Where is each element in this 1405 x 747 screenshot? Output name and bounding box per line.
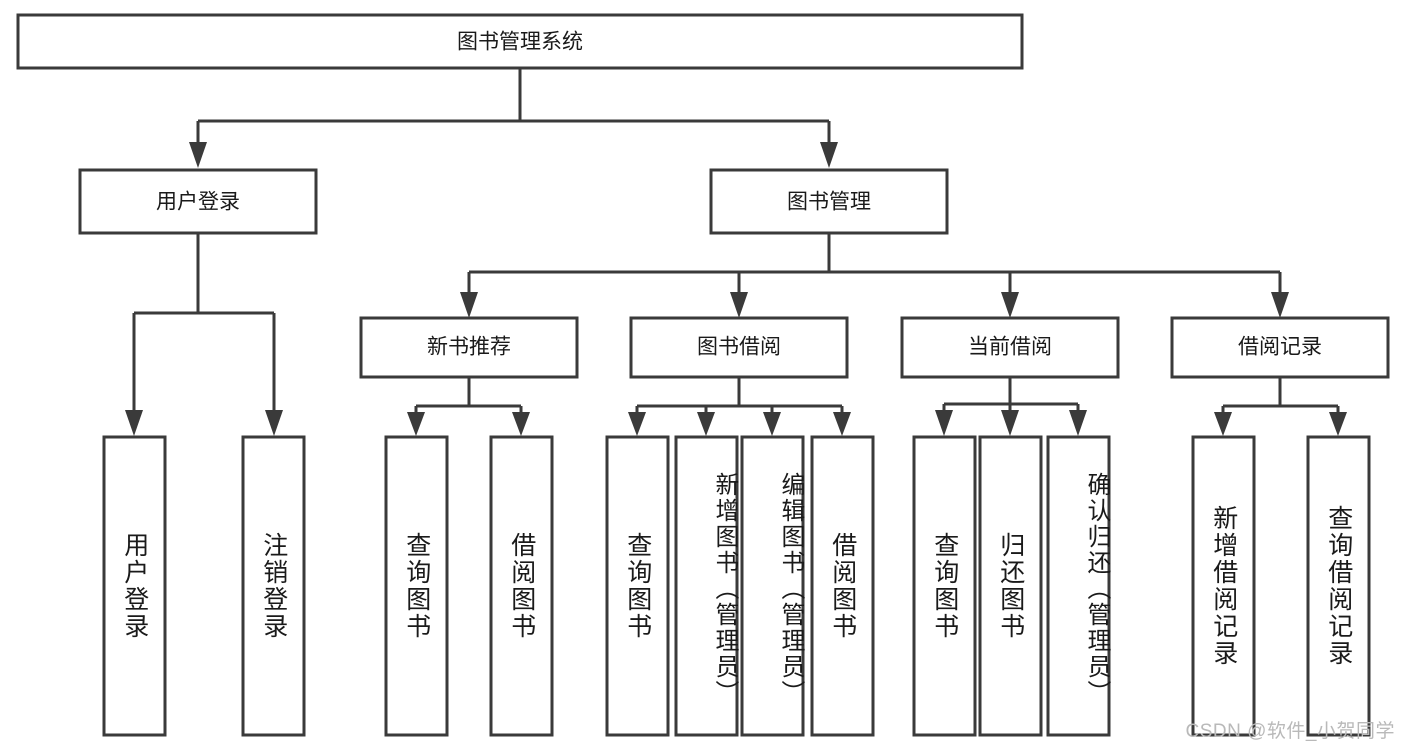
arrow-newbook-l2 bbox=[512, 412, 530, 436]
edge-group-user-login bbox=[125, 233, 283, 436]
node-borrow-record[interactable]: 借阅记录 bbox=[1170, 316, 1390, 379]
arrow-root-to-book-management bbox=[820, 142, 838, 168]
edge-group-borrow-record bbox=[1214, 377, 1347, 436]
node-root-box[interactable] bbox=[16, 13, 1024, 70]
node-leaf-return-book-label: 归还图书 bbox=[996, 532, 1025, 640]
node-book-management-label: 图书管理 bbox=[787, 191, 871, 214]
arrow-currentborrow-l2 bbox=[1001, 410, 1019, 436]
node-leaf-logout-login-box[interactable] bbox=[241, 435, 306, 737]
node-user-login[interactable]: 用户登录 bbox=[78, 168, 318, 235]
arrow-user-login-l2 bbox=[265, 410, 283, 436]
node-new-book-recommend-box[interactable] bbox=[359, 316, 579, 379]
node-leaf-query-book-3-box[interactable] bbox=[912, 435, 977, 737]
edge-group-book-borrow bbox=[628, 377, 851, 436]
node-current-borrow-box[interactable] bbox=[900, 316, 1120, 379]
arrow-bookmgmt-c4 bbox=[1271, 292, 1289, 318]
node-leaf-query-record-box[interactable] bbox=[1306, 435, 1371, 737]
csdn-watermark: CSDN @软件_小贺同学 bbox=[1185, 721, 1395, 742]
arrow-borrowrecord-l2 bbox=[1329, 412, 1347, 436]
node-leaf-query-book-3-label: 查询图书 bbox=[930, 532, 959, 640]
arrow-currentborrow-l3 bbox=[1069, 410, 1087, 436]
arrow-bookborrow-l3 bbox=[763, 412, 781, 436]
node-root-label: 图书管理系统 bbox=[457, 31, 583, 54]
node-new-book-recommend-label: 新书推荐 bbox=[427, 336, 511, 359]
node-leaf-confirm-return-label: 确认归还（管理员） bbox=[1083, 472, 1110, 706]
node-leaf-query-book-2-label: 查询图书 bbox=[623, 532, 652, 640]
node-borrow-record-label: 借阅记录 bbox=[1238, 336, 1322, 359]
node-current-borrow[interactable]: 当前借阅 bbox=[900, 316, 1120, 379]
arrow-root-to-user-login bbox=[189, 142, 207, 168]
node-leaf-borrow-book-2-label: 借阅图书 bbox=[828, 532, 857, 640]
node-leaf-edit-book-box[interactable] bbox=[740, 435, 805, 737]
node-book-borrow-box[interactable] bbox=[629, 316, 849, 379]
node-borrow-record-box[interactable] bbox=[1170, 316, 1390, 379]
node-leaf-logout-login-label: 注销登录 bbox=[259, 532, 288, 640]
node-leaf-edit-book-label: 编辑图书（管理员） bbox=[777, 472, 804, 706]
node-leaf-borrow-book-1-label: 借阅图书 bbox=[507, 532, 536, 640]
node-leaf-return-book-box[interactable] bbox=[978, 435, 1043, 737]
edge-group-current-borrow bbox=[935, 377, 1087, 436]
edge-group-root bbox=[189, 68, 838, 168]
node-current-borrow-label: 当前借阅 bbox=[968, 336, 1052, 359]
node-leaf-user-login-box[interactable] bbox=[102, 435, 167, 737]
arrow-borrowrecord-l1 bbox=[1214, 412, 1232, 436]
edge-group-new-book-recommend bbox=[407, 377, 530, 436]
node-leaf-add-book-box[interactable] bbox=[674, 435, 739, 737]
edge-group-book-management bbox=[460, 233, 1289, 318]
node-book-borrow[interactable]: 图书借阅 bbox=[629, 316, 849, 379]
node-book-management-box[interactable] bbox=[709, 168, 949, 235]
node-book-borrow-label: 图书借阅 bbox=[697, 336, 781, 359]
node-user-login-label: 用户登录 bbox=[156, 191, 240, 214]
node-leaf-query-book-1-box[interactable] bbox=[384, 435, 449, 737]
node-leaf-query-book-2-box[interactable] bbox=[605, 435, 670, 737]
arrow-bookmgmt-c1 bbox=[460, 292, 478, 318]
arrow-bookborrow-l2 bbox=[697, 412, 715, 436]
node-leaf-query-book-1-label: 查询图书 bbox=[402, 532, 431, 640]
node-leaf-borrow-book-2-box[interactable] bbox=[810, 435, 875, 737]
arrow-bookmgmt-c2 bbox=[730, 292, 748, 318]
node-book-management[interactable]: 图书管理 bbox=[709, 168, 949, 235]
node-leaf-borrow-book-1-box[interactable] bbox=[489, 435, 554, 737]
arrow-bookmgmt-c3 bbox=[1001, 292, 1019, 318]
node-leaf-confirm-return-box[interactable] bbox=[1046, 435, 1111, 737]
node-root[interactable]: 图书管理系统 bbox=[16, 13, 1024, 70]
node-leaf-add-book-label: 新增图书（管理员） bbox=[711, 472, 738, 706]
arrow-bookborrow-l4 bbox=[833, 412, 851, 436]
node-leaf-query-record-label: 查询借阅记录 bbox=[1324, 505, 1353, 667]
node-leaf-add-record-box[interactable] bbox=[1191, 435, 1256, 737]
arrow-currentborrow-l1 bbox=[935, 410, 953, 436]
arrow-user-login-l1 bbox=[125, 410, 143, 436]
arrow-newbook-l1 bbox=[407, 412, 425, 436]
node-leaf-add-record-label: 新增借阅记录 bbox=[1209, 505, 1238, 667]
node-new-book-recommend[interactable]: 新书推荐 bbox=[359, 316, 579, 379]
arrow-bookborrow-l1 bbox=[628, 412, 646, 436]
node-leaf-user-login-label: 用户登录 bbox=[120, 532, 149, 640]
node-user-login-box[interactable] bbox=[78, 168, 318, 235]
